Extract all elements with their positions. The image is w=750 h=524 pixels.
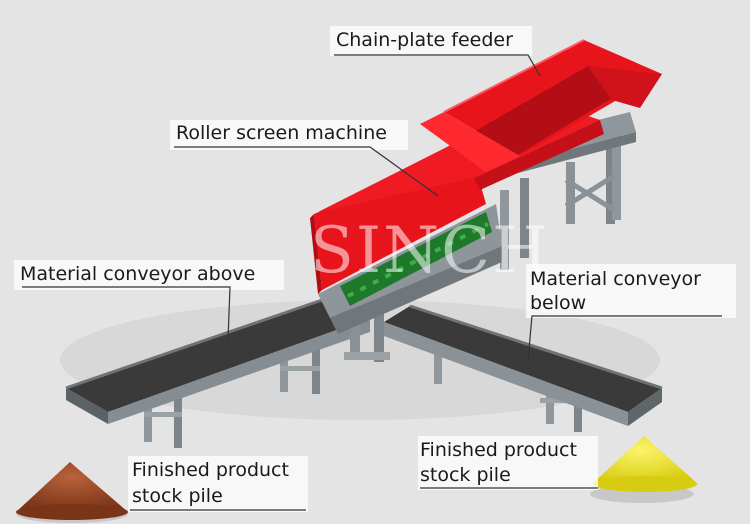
label-chain-plate-feeder: Chain-plate feeder bbox=[336, 29, 513, 51]
label-finished-right-1: Finished product bbox=[420, 439, 577, 461]
label-material-conveyor-above: Material conveyor above bbox=[20, 263, 256, 285]
stock-pile-left bbox=[16, 462, 128, 523]
label-finished-left-1: Finished product bbox=[132, 459, 289, 481]
leader-lines bbox=[22, 54, 722, 511]
chain-plate-feeder bbox=[318, 39, 662, 212]
watermark: SINCH bbox=[310, 214, 550, 288]
label-finished-left-2: stock pile bbox=[132, 485, 223, 507]
label-roller-screen-machine: Roller screen machine bbox=[176, 122, 387, 144]
conveyor-below bbox=[384, 304, 663, 432]
label-material-conveyor-below-2: below bbox=[530, 292, 587, 314]
stock-pile-right bbox=[590, 436, 698, 503]
conveyor-above bbox=[65, 296, 370, 448]
label-bars bbox=[14, 26, 736, 512]
label-finished-right-2: stock pile bbox=[420, 464, 511, 486]
label-material-conveyor-below-1: Material conveyor bbox=[530, 268, 701, 290]
